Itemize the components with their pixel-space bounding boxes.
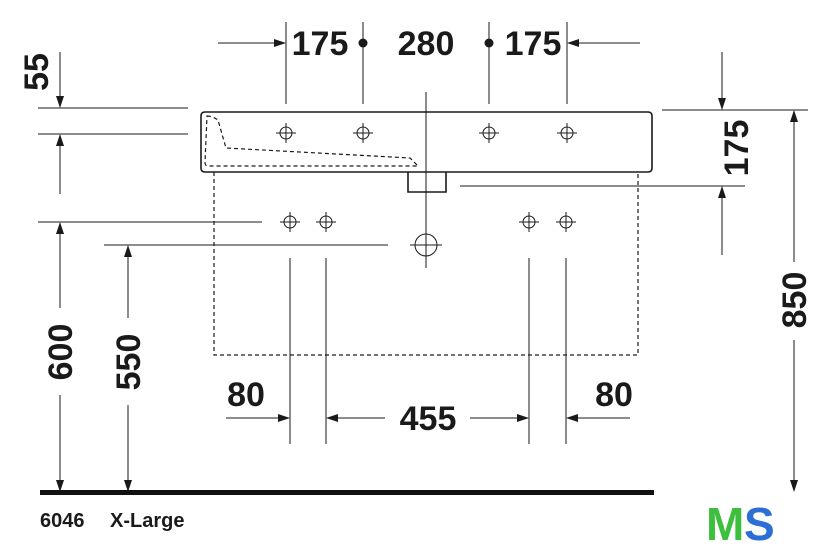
wall-connections: [280, 212, 576, 261]
tap-hole-1: [276, 123, 296, 143]
dim-left-inner: 550: [110, 334, 148, 391]
supply-left-2: [316, 212, 336, 232]
model-number: 6046: [40, 510, 85, 532]
left-top-dimension: 55: [18, 52, 188, 194]
model-size: X-Large: [110, 510, 184, 532]
floor-line: [40, 490, 654, 495]
supply-right-2: [556, 212, 576, 232]
dim-far-right: 850: [776, 272, 814, 329]
dim-top-left: 175: [292, 25, 349, 63]
tap-hole-4: [557, 123, 577, 143]
logo-letter-m: M: [706, 498, 744, 550]
dim-bottom-center: 455: [400, 400, 457, 438]
right-dimensions: 175 850: [460, 52, 814, 492]
tap-holes-top: [276, 123, 577, 143]
tap-hole-2: [353, 123, 373, 143]
brand-logo: M S: [706, 498, 775, 550]
dim-left-top: 55: [18, 53, 56, 91]
drain-connection: [410, 229, 442, 261]
tap-hole-3: [479, 123, 499, 143]
dim-right-side: 175: [718, 120, 756, 177]
left-height-dimensions: 600 550: [38, 221, 388, 492]
supply-left-1: [280, 212, 300, 232]
cabinet-outline: [213, 172, 639, 356]
dim-left-outer: 600: [42, 324, 80, 381]
dim-top-right: 175: [505, 25, 562, 63]
bottom-dimension-chain: 80 455 80: [226, 258, 633, 444]
basin-outline: [200, 111, 653, 193]
top-dimension-chain: 175 280 175: [218, 22, 640, 104]
logo-letter-s: S: [744, 498, 775, 550]
supply-right-1: [519, 212, 539, 232]
dim-bottom-right: 80: [595, 376, 633, 414]
dim-top-center: 280: [398, 25, 455, 63]
dim-bottom-left: 80: [227, 376, 265, 414]
